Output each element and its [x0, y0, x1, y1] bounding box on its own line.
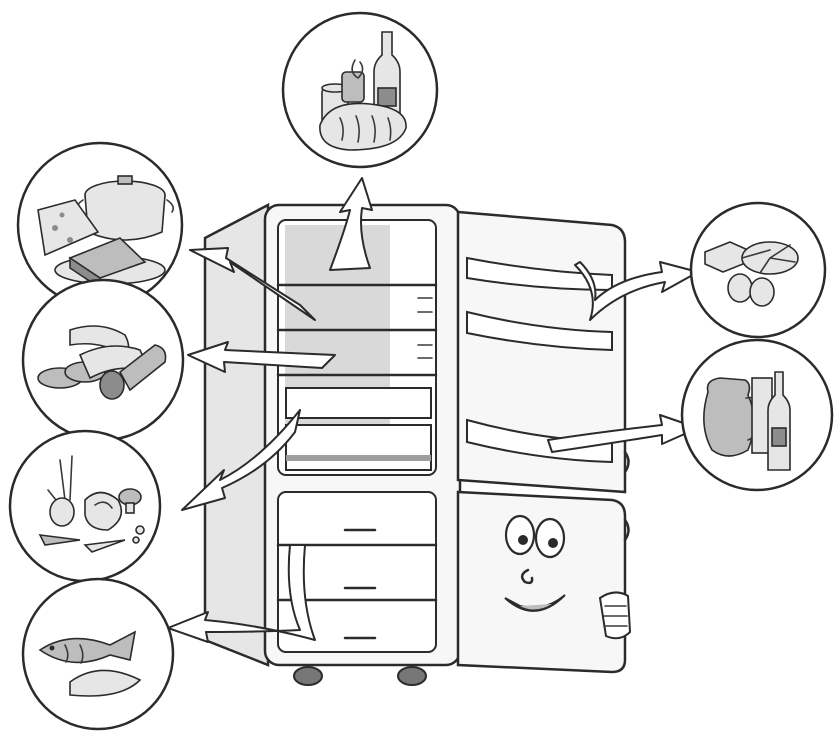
- hand: [598, 591, 632, 640]
- crisper-drawer-lower: [285, 424, 432, 471]
- circle-cheese-cake-pot: [16, 141, 184, 309]
- circle-dairy: [689, 201, 827, 339]
- crisper-shade: [286, 455, 431, 461]
- jug-bottles-icon: [703, 371, 791, 471]
- vegetables-icon: [38, 455, 145, 553]
- arrows: [167, 177, 699, 643]
- arrow-to-vegetables: [181, 409, 301, 511]
- fridge-lower-door: [456, 490, 627, 674]
- butter-cheese-eggs-icon: [704, 241, 799, 307]
- arrow-to-upper-left: [189, 247, 316, 321]
- arrow-to-top: [329, 177, 373, 271]
- sausages-meat-icon: [37, 325, 167, 400]
- fridge-foot-right: [397, 666, 427, 686]
- fish-icon: [38, 630, 142, 697]
- door-shelf-lower: [466, 418, 613, 464]
- circle-fish: [21, 577, 175, 731]
- circle-sausages: [21, 278, 185, 442]
- circle-bread-cans-bottle: [281, 11, 439, 169]
- cheese-cake-pot-icon: [37, 175, 174, 290]
- door-shelf-middle: [466, 310, 613, 352]
- fridge-side-panel: [203, 202, 270, 667]
- arrow-to-drinks: [547, 414, 699, 453]
- bread-cans-bottle-icon: [319, 31, 407, 151]
- freezer-compartment: [277, 491, 437, 653]
- circle-vegetables: [8, 429, 162, 583]
- fridge-foot-left: [293, 666, 323, 686]
- smiley-face: [504, 514, 566, 612]
- circle-drinks: [680, 338, 834, 492]
- arrow-to-middle-left: [187, 341, 336, 373]
- crisper-drawer-upper: [285, 387, 432, 419]
